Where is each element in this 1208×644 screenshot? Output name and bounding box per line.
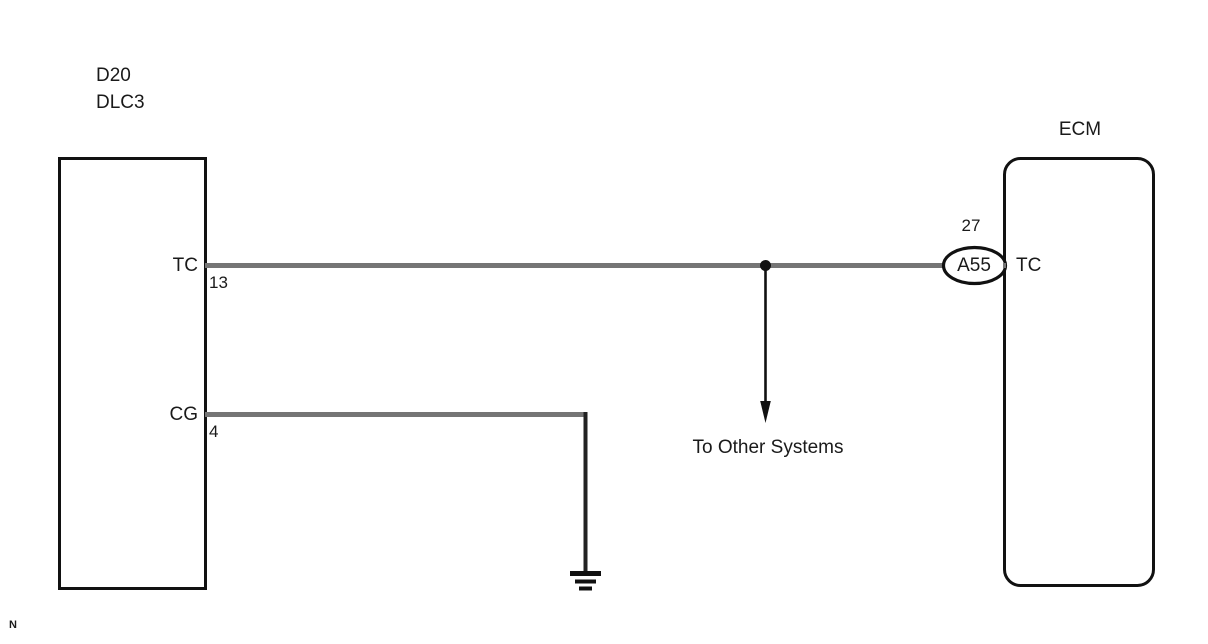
ecm-name-label: ECM bbox=[1058, 119, 1102, 140]
dlc3-code-label: D20 bbox=[96, 65, 131, 86]
dlc3-pin-tc-name: TC bbox=[172, 255, 198, 276]
dlc3-connector-box bbox=[58, 157, 207, 590]
corner-mark: N bbox=[9, 619, 17, 631]
dlc3-pin-cg-number: 4 bbox=[209, 422, 219, 441]
ecm-box bbox=[1003, 157, 1155, 587]
ecm-connector-id: A55 bbox=[957, 255, 991, 276]
ground-symbol bbox=[570, 571, 601, 591]
branch-arrowhead bbox=[760, 401, 771, 423]
ecm-pin-tc-name: TC bbox=[1016, 255, 1042, 276]
branch-label: To Other Systems bbox=[692, 437, 844, 458]
dlc3-name-label: DLC3 bbox=[96, 92, 145, 113]
dlc3-pin-cg-name: CG bbox=[169, 404, 199, 425]
dlc3-pin-tc-number: 13 bbox=[209, 273, 228, 292]
ecm-connector-number: 27 bbox=[961, 216, 981, 235]
